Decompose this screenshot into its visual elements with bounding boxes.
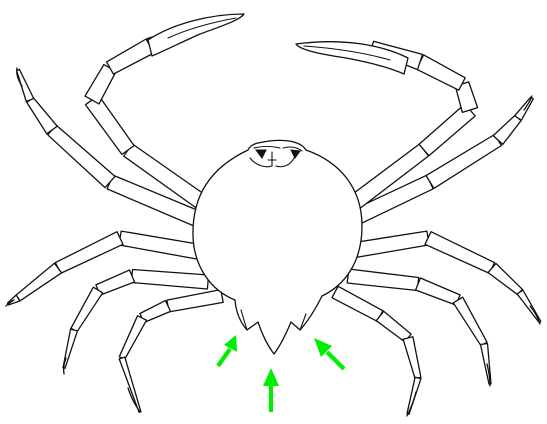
right-cheliped-segment xyxy=(419,104,475,156)
left-leg-3-segment xyxy=(132,270,209,290)
left-leg-2-segment xyxy=(119,231,202,259)
left-leg-3-segment xyxy=(71,287,103,332)
left-leg-1-segment xyxy=(27,98,57,134)
left-leg-1 xyxy=(17,68,209,229)
right-leg-2-segment xyxy=(354,231,429,257)
right-leg-1-segment xyxy=(493,115,521,144)
right-leg-1 xyxy=(347,96,534,227)
arrow-center xyxy=(263,368,279,412)
left-leg-3-segment xyxy=(96,270,135,295)
crab-carapace xyxy=(193,140,362,354)
right-leg-4-segment xyxy=(407,377,421,414)
right-leg-2-segment xyxy=(425,232,495,274)
right-leg-4-segment xyxy=(376,311,411,342)
arrow-left xyxy=(218,335,237,366)
left-leg-4-segment xyxy=(119,316,146,360)
right-leg-4-segment xyxy=(403,337,421,379)
left-cheliped-segment xyxy=(86,95,135,154)
left-leg-2 xyxy=(6,231,201,306)
left-leg-2-segment xyxy=(55,232,123,274)
left-leg-4-segment xyxy=(167,290,223,312)
arrow-right xyxy=(314,338,344,369)
right-leg-3-segment xyxy=(347,269,419,291)
right-cheliped-segment xyxy=(416,55,465,90)
left-leg-1-segment xyxy=(48,125,115,187)
left-leg-4 xyxy=(119,290,223,413)
left-leg-4-segment xyxy=(119,357,141,412)
left-leg-2-segment xyxy=(16,263,62,301)
left-leg-1-segment xyxy=(17,69,34,101)
left-cheliped-segment xyxy=(107,39,154,74)
right-leg-2-segment xyxy=(488,263,522,294)
left-claw-pincer xyxy=(148,14,244,56)
right-leg-4-segment xyxy=(332,286,383,321)
indicator-arrows xyxy=(218,335,344,412)
right-leg-3-segment xyxy=(453,297,487,346)
left-claw xyxy=(148,14,244,56)
right-leg-3-segment xyxy=(416,278,460,305)
right-leg-4 xyxy=(332,286,421,416)
